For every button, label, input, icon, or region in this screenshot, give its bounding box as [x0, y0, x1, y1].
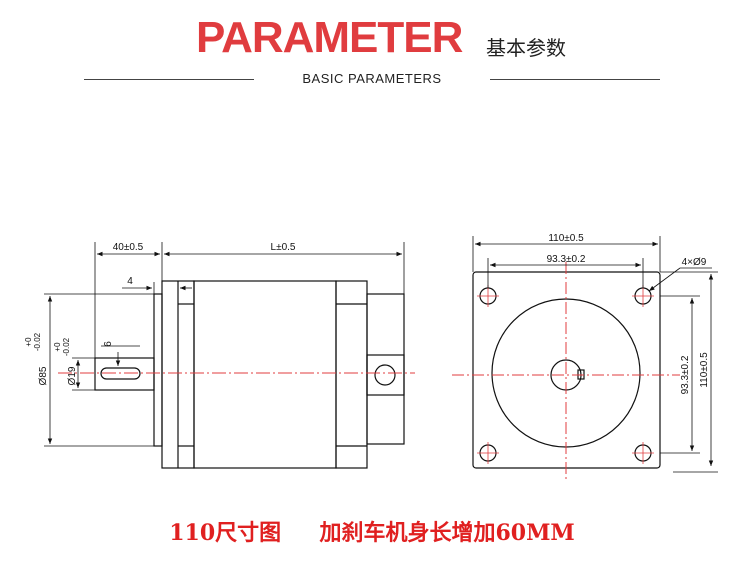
dim-shaft-tol-upper: +0: [53, 342, 62, 352]
page-title: PARAMETER: [196, 13, 463, 62]
dim-flange-tol-lower: -0.02: [33, 332, 42, 351]
drawing-caption: 110尺寸图 加刹车机身长增加60MM: [0, 515, 744, 547]
flange-boss: [153, 293, 163, 447]
dim-hole-spacing-horizontal: 93.3±0.2: [547, 254, 586, 265]
dim-shaft-diameter: Ø19: [67, 366, 78, 385]
dim-flange-tol-upper: +0: [24, 337, 33, 347]
dim-step: 4: [127, 276, 133, 287]
side-view: [94, 280, 405, 469]
header-divider-right: [490, 79, 660, 80]
connector-port: [374, 364, 396, 386]
motor-shaft: [94, 357, 155, 391]
connector-box: [366, 354, 405, 396]
dim-shaft-tol-lower: -0.02: [62, 337, 71, 356]
front-view-dimensions: [472, 236, 718, 473]
header-divider-left: [84, 79, 254, 80]
dim-key-width: 6: [103, 341, 114, 347]
shaft-key: [100, 367, 141, 380]
motor-body: [193, 280, 337, 469]
dim-front-height: 110±0.5: [699, 352, 710, 388]
side-view-dimensions: [44, 242, 405, 447]
caption-brake-note: 加刹车机身长增加60MM: [319, 520, 575, 546]
dim-flange-length: 40±0.5: [113, 242, 144, 253]
dim-flange-diameter: Ø85: [38, 366, 49, 385]
caption-size-label: 110尺寸图: [169, 520, 282, 546]
page-subtitle: BASIC PARAMETERS: [302, 71, 442, 86]
mount-hole-crosshairs: [477, 285, 654, 464]
dim-front-width: 110±0.5: [548, 233, 584, 244]
rear-end-cap: [335, 280, 368, 469]
rear-cover: [366, 293, 405, 445]
front-view-centerlines: [452, 262, 680, 480]
dim-body-length: L±0.5: [271, 242, 296, 253]
dim-mount-holes: 4×Ø9: [682, 257, 707, 268]
page-title-chinese: 基本参数: [486, 36, 566, 60]
dim-hole-spacing-vertical: 93.3±0.2: [680, 355, 691, 394]
